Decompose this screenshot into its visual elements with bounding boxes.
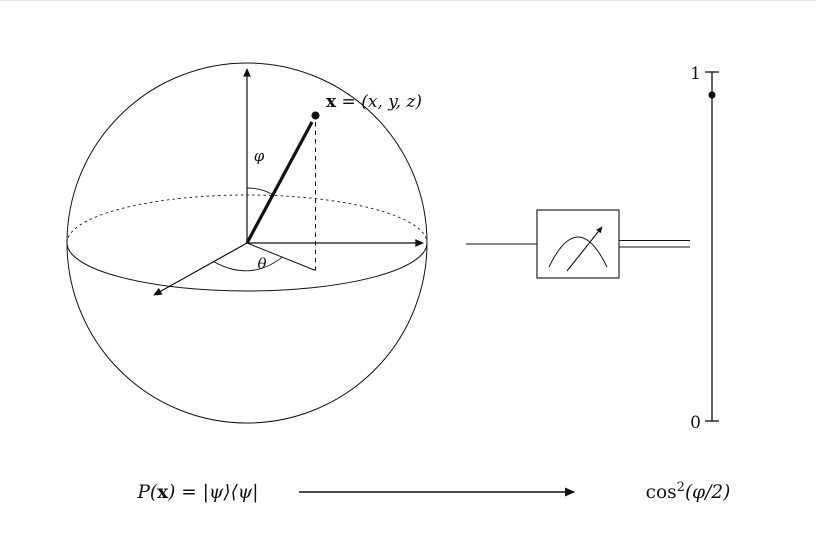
equator-front [66,242,428,292]
x-axis-arrow [153,242,248,296]
meter-box [536,209,620,279]
measurement-apparatus [466,209,690,279]
projector-formula-bold-x: x [157,482,169,503]
state-point-label: x = (x, y, z) [326,92,422,112]
bloch-sphere [66,62,428,424]
probability-scale [705,71,719,422]
projector-formula-P: P( [136,482,157,503]
result-formula-superscript: 2 [677,480,685,495]
state-point [311,111,320,120]
scale-label-one: 1 [690,64,701,84]
projector-formula: P(x) = |ψ⟩⟨ψ| [136,482,258,503]
state-point-label-bold-x: x [326,92,337,112]
state-vector [245,121,314,244]
phi-angle-arc [246,187,275,196]
scale-label-zero: 0 [690,413,701,433]
probability-dot [708,91,716,99]
theta-angle-arc [213,256,283,272]
projection-floor-line [246,242,316,271]
result-formula-cos: cos [646,482,677,503]
gauge-needle-icon [566,226,603,272]
phi-label: φ [254,147,265,165]
projector-formula-ket-bra: ) = |ψ⟩⟨ψ| [167,482,258,503]
state-point-label-coords: = (x, y, z) [336,92,422,112]
theta-label: θ [257,255,266,273]
result-formula-argument: (φ/2) [685,482,730,503]
gauge-arc-icon [548,236,608,268]
result-formula: cos2(φ/2) [646,480,731,503]
